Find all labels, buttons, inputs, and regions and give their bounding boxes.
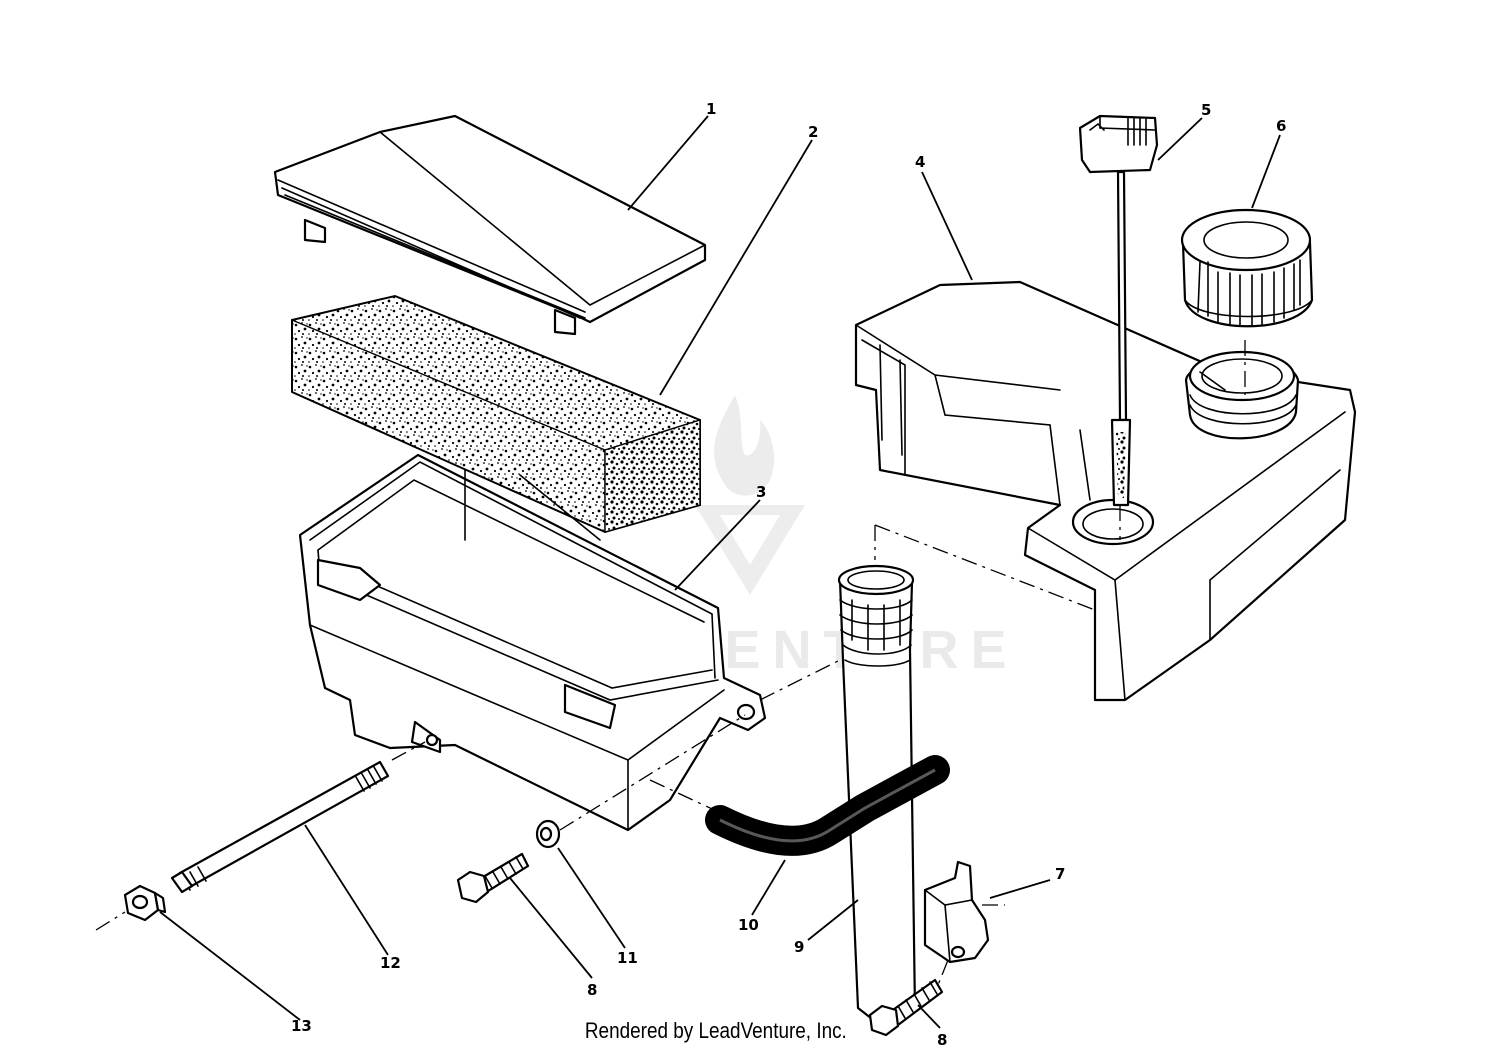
callout-12: 12: [380, 954, 401, 972]
screw-upper: [456, 852, 530, 904]
leader-lines: [159, 115, 1281, 1029]
foam-filter-element: [291, 294, 701, 534]
callout-10: 10: [738, 916, 759, 934]
assembly-lines: [95, 340, 1246, 986]
callout-3: 3: [756, 483, 766, 501]
screw-lower: [868, 978, 944, 1037]
callout-9: 9: [794, 938, 804, 956]
long-bolt: [170, 760, 390, 894]
callout-8-lower: 8: [937, 1031, 947, 1049]
washer: [535, 819, 561, 849]
bracket: [923, 860, 990, 964]
watermark-logo: [695, 395, 805, 595]
air-cleaner-base: [298, 453, 767, 832]
air-cleaner-cover: [273, 114, 707, 336]
callout-8-upper: 8: [587, 981, 597, 999]
callout-13: 13: [291, 1017, 312, 1035]
credit-footer: Rendered by LeadVenture, Inc.: [584, 1018, 847, 1043]
callout-1: 1: [706, 100, 716, 118]
dipstick: [1078, 114, 1159, 507]
callout-6: 6: [1276, 117, 1286, 135]
callout-4: 4: [915, 153, 925, 171]
callout-11: 11: [617, 949, 638, 967]
nut: [123, 884, 167, 922]
callout-5: 5: [1201, 101, 1211, 119]
callout-7: 7: [1055, 865, 1065, 883]
callout-2: 2: [808, 123, 818, 141]
breather-hose: [705, 755, 950, 856]
fuel-tank: [854, 280, 1357, 702]
fuel-cap: [1180, 208, 1314, 328]
